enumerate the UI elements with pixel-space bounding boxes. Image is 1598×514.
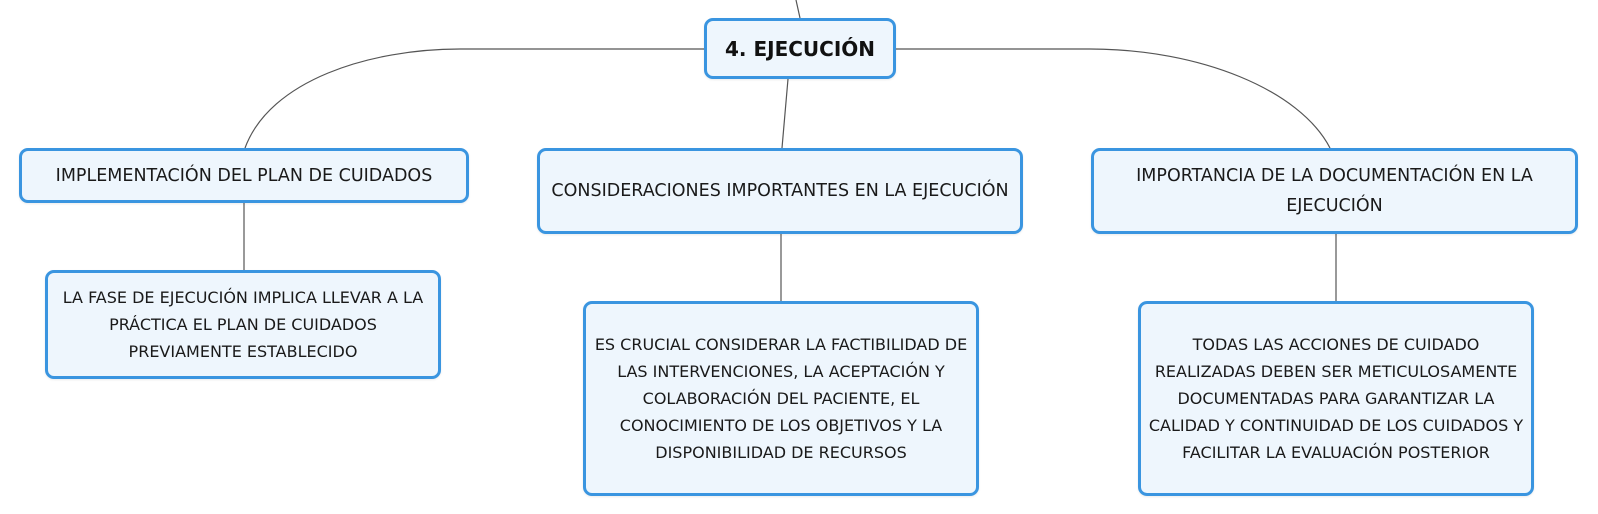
topic-label: CONSIDERACIONES IMPORTANTES EN LA EJECUC… — [551, 181, 1009, 201]
topic-label: IMPLEMENTACIÓN DEL PLAN DE CUIDADOS — [55, 165, 433, 186]
detail-node-implementacion[interactable]: LA FASE DE EJECUCIÓN IMPLICA LLEVAR A LA… — [45, 270, 441, 379]
root-label: 4. EJECUCIÓN — [724, 36, 876, 61]
topic-node-consideraciones[interactable]: CONSIDERACIONES IMPORTANTES EN LA EJECUC… — [537, 148, 1023, 234]
connector-root-to-topic-1 — [244, 48, 704, 149]
connector-root-to-topic-3 — [896, 48, 1331, 149]
detail-text: TODAS LAS ACCIONES DE CUIDADO REALIZADAS… — [1148, 335, 1524, 462]
root-node[interactable]: 4. EJECUCIÓN — [704, 18, 896, 79]
connector-root-to-topic-2 — [781, 78, 789, 149]
connector-parent-to-root — [795, 0, 801, 19]
detail-node-documentacion[interactable]: TODAS LAS ACCIONES DE CUIDADO REALIZADAS… — [1138, 301, 1534, 496]
detail-text: ES CRUCIAL CONSIDERAR LA FACTIBILIDAD DE… — [594, 335, 968, 462]
topic-node-documentacion[interactable]: IMPORTANCIA DE LA DOCUMENTACIÓN EN LA EJ… — [1091, 148, 1578, 234]
topic-node-implementacion[interactable]: IMPLEMENTACIÓN DEL PLAN DE CUIDADOS — [19, 148, 469, 203]
detail-node-consideraciones[interactable]: ES CRUCIAL CONSIDERAR LA FACTIBILIDAD DE… — [583, 301, 979, 496]
detail-text: LA FASE DE EJECUCIÓN IMPLICA LLEVAR A LA… — [62, 288, 424, 361]
topic-label: IMPORTANCIA DE LA DOCUMENTACIÓN EN LA EJ… — [1136, 166, 1533, 216]
